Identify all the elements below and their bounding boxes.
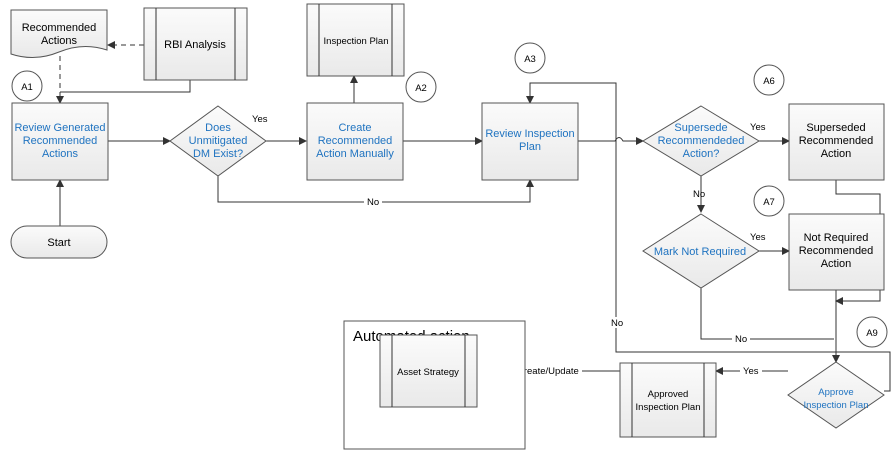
create-manually-line2: Recommended [318, 135, 393, 147]
label-no-left: No [611, 318, 623, 329]
start-label: Start [47, 237, 70, 249]
node-mark-not-required: Mark Not Required [642, 213, 760, 289]
node-recommended-actions: Recommended Actions [10, 9, 108, 58]
label-yes-1: Yes [252, 114, 268, 125]
not-required-line1: Not Required [804, 232, 869, 244]
review-inspection-line2: Plan [519, 141, 541, 153]
edge-approve-no-loop [526, 82, 891, 392]
recommended-actions-line1: Recommended [22, 22, 97, 34]
connector-a6: A6 [753, 64, 785, 96]
supersede-line2: Recommendeded [658, 135, 745, 147]
label-no-3: No [735, 334, 747, 345]
superseded-line2: Recommended [799, 135, 874, 147]
node-create-manually: Create Recommended Action Manually [306, 102, 404, 181]
not-required-line3: Action [821, 258, 852, 270]
superseded-line3: Action [821, 148, 852, 160]
decision-dm-line3: DM Exist? [193, 148, 243, 160]
node-inspection-plan: Inspection Plan [306, 3, 405, 77]
node-review-inspection-plan: Review Inspection Plan [481, 102, 579, 181]
rbi-analysis-label: RBI Analysis [164, 39, 226, 51]
label-yes-4: Yes [743, 366, 759, 377]
review-generated-line1: Review Generated [14, 122, 105, 134]
node-start: Start [10, 225, 108, 259]
connector-a2-label: A2 [415, 83, 427, 94]
recommended-actions-line2: Actions [41, 35, 78, 47]
review-generated-line2: Recommended [23, 135, 98, 147]
node-asset-strategy: Asset Strategy [379, 334, 478, 408]
create-manually-line1: Create [338, 122, 371, 134]
edge-labels: Yes No Yes No Yes No No Yes Create/Updat… [252, 114, 766, 377]
node-approved-plan: Approved Inspection Plan [619, 362, 717, 438]
connector-a1-label: A1 [21, 82, 33, 93]
inspection-plan-label: Inspection Plan [324, 36, 389, 47]
supersede-line3: Action? [683, 148, 720, 160]
label-no-2: No [693, 189, 705, 200]
approve-plan-line2: Inspection Plan [804, 400, 869, 411]
node-not-required: Not Required Recommended Action [788, 213, 885, 291]
connector-a2: A2 [405, 71, 437, 103]
label-create-update: Create/Update [517, 366, 579, 377]
decision-dm-line1: Does [205, 122, 231, 134]
node-supersede: Supersede Recommendeded Action? [642, 105, 760, 177]
create-manually-line3: Action Manually [316, 148, 394, 160]
approve-plan-line1: Approve [818, 387, 853, 398]
approved-plan-line2: Inspection Plan [636, 402, 701, 413]
label-yes-2: Yes [750, 122, 766, 133]
connector-a3-label: A3 [524, 54, 536, 65]
connector-a7-label: A7 [763, 197, 775, 208]
edge-rbi-to-review [60, 80, 191, 93]
connector-a6-label: A6 [763, 76, 775, 87]
supersede-line1: Supersede [674, 122, 727, 134]
node-superseded: Superseded Recommended Action [788, 103, 885, 181]
asset-strategy-label: Asset Strategy [397, 367, 459, 378]
edge-superseded-merge [835, 180, 881, 305]
review-generated-line3: Actions [42, 148, 79, 160]
connector-a9-label: A9 [866, 328, 878, 339]
not-required-line2: Recommended [799, 245, 874, 257]
node-does-unmitigated: Does Unmitigated DM Exist? [169, 105, 267, 177]
edge-mark-no [700, 288, 834, 340]
review-inspection-line1: Review Inspection [485, 128, 574, 140]
node-approve-plan: Approve Inspection Plan [787, 361, 885, 429]
label-yes-3: Yes [750, 232, 766, 243]
connector-a7: A7 [753, 185, 785, 217]
mark-not-required-label: Mark Not Required [654, 246, 746, 258]
approved-plan-line1: Approved [648, 389, 689, 400]
connector-a1: A1 [11, 70, 43, 102]
decision-dm-line2: Unmitigated [189, 135, 248, 147]
node-rbi-analysis: RBI Analysis [143, 7, 248, 81]
label-no-1: No [367, 197, 379, 208]
connector-a3: A3 [514, 42, 546, 74]
edge-review-to-supersede [578, 137, 644, 145]
superseded-line1: Superseded [806, 122, 865, 134]
node-review-generated: Review Generated Recommended Actions [11, 102, 109, 181]
connector-a9: A9 [856, 316, 888, 348]
